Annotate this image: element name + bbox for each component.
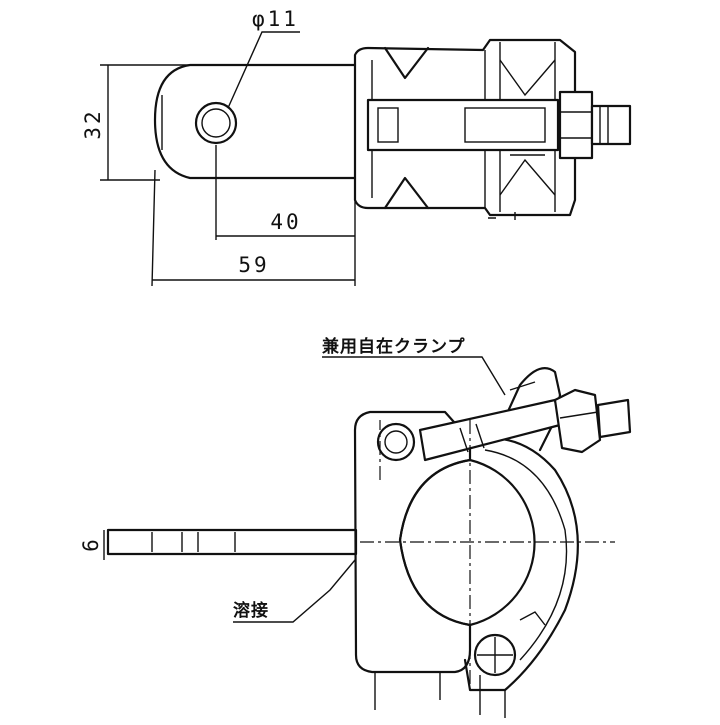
offset-label: 40 — [270, 210, 301, 234]
side-bolt-marks — [459, 423, 485, 453]
total-dimension-line — [151, 169, 356, 287]
top-bolt-end — [377, 107, 399, 143]
side-plate — [106, 528, 358, 556]
diameter-label: φ11 — [252, 7, 299, 31]
side-hinge-pin — [473, 633, 517, 677]
side-upper-hole-inner — [384, 430, 408, 454]
side-lever-edge — [509, 381, 536, 391]
offset-dimension-line — [215, 145, 356, 242]
side-clamp-band — [463, 436, 579, 692]
bolt-hole-inner — [201, 108, 231, 138]
side-upper-hole — [376, 422, 416, 462]
top-small-marks — [488, 212, 516, 220]
bolt-hole-circle — [194, 101, 238, 145]
top-clamp-lower-notch — [383, 176, 430, 210]
top-nut-faces — [560, 111, 592, 139]
side-bottom-lines — [374, 672, 506, 718]
side-nut — [553, 388, 602, 454]
top-nut — [558, 90, 594, 160]
top-clamp-upper-notch — [383, 46, 430, 80]
total-length-label: 59 — [238, 253, 269, 277]
top-bolt-sleeve — [464, 107, 546, 143]
side-view: 6 — [79, 367, 632, 718]
height-label: 32 — [81, 108, 105, 139]
top-bolt-thread-lines — [599, 106, 609, 144]
weld-note-leader — [233, 559, 356, 623]
top-plate-outline — [153, 63, 357, 180]
diameter-leader — [227, 31, 300, 109]
top-view — [153, 38, 632, 220]
side-bolt-thread — [596, 398, 632, 439]
top-dimensions: φ11 32 40 59 — [81, 7, 356, 287]
weld-note-label: 溶接 — [233, 600, 269, 621]
top-clamp-ribs — [499, 59, 556, 196]
side-hinge-detail — [519, 611, 546, 626]
side-hinge-pin-cross — [477, 637, 513, 673]
side-clamp-lever — [493, 367, 562, 452]
clamp-name-label: 兼用自在クランプ — [322, 336, 466, 357]
side-nut-face — [559, 411, 599, 419]
side-plate-marks — [151, 532, 236, 552]
clamp-name-leader — [322, 356, 506, 396]
top-clamp-body — [353, 38, 577, 217]
side-labels: 兼用自在クランプ 溶接 — [233, 336, 506, 623]
pipe-circle-left — [398, 458, 472, 627]
pipe-circle — [468, 458, 536, 627]
height-dimension-line — [100, 64, 190, 181]
top-bolt-thread — [590, 104, 632, 146]
thickness-label: 6 — [79, 536, 103, 552]
side-clamp-band-inner — [484, 449, 568, 661]
